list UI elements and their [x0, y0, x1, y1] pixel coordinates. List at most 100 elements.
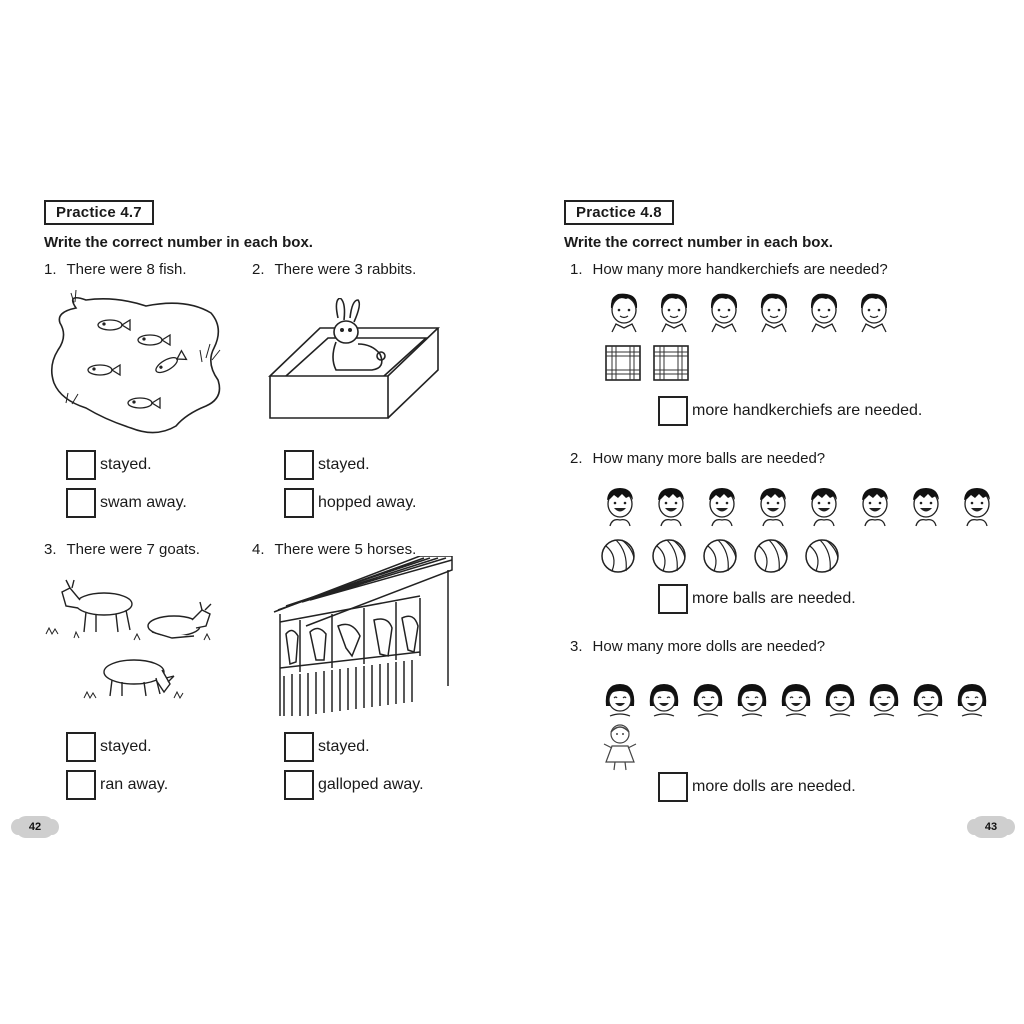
answer-label: more handkerchiefs are needed.	[692, 402, 923, 419]
page-number: 42	[28, 821, 42, 833]
answer-row: more balls are needed.	[658, 584, 856, 614]
question-number: 1.	[44, 261, 57, 278]
answer-row: stayed.	[284, 450, 370, 480]
answer-row: ran away.	[66, 770, 168, 800]
ball-icon	[754, 539, 788, 573]
girl-face-icon	[605, 684, 635, 717]
stable-with-horses-illustration	[273, 556, 453, 716]
boy-face-icon	[610, 293, 638, 333]
item-row	[604, 344, 700, 382]
girl-face-icon	[737, 684, 767, 717]
question-2: 2.How many more balls are needed?	[570, 450, 825, 467]
page-number: 43	[984, 821, 998, 833]
answer-box[interactable]	[284, 732, 314, 762]
answer-box[interactable]	[658, 396, 688, 426]
answer-box[interactable]	[658, 584, 688, 614]
answer-row: stayed.	[66, 450, 152, 480]
answer-box[interactable]	[66, 770, 96, 800]
question-4: 4. There were 5 horses.	[252, 541, 416, 558]
boy-face-icon	[709, 488, 735, 527]
answer-box[interactable]	[284, 450, 314, 480]
question-3: 3. How many more dolls are needed?	[570, 638, 825, 655]
boy-face-icon	[810, 293, 838, 333]
instruction: Write the correct number in each box.	[564, 234, 833, 251]
page-number-badge: 43	[967, 816, 1015, 838]
question-text: How many more handkerchiefs are needed?	[592, 261, 888, 278]
answer-box[interactable]	[658, 772, 688, 802]
ball-icon	[652, 539, 686, 573]
question-text: There were 7 goats.	[66, 541, 200, 558]
item-row	[600, 722, 640, 772]
boy-face-icon	[760, 488, 786, 527]
answer-box[interactable]	[284, 488, 314, 518]
goats-illustration	[45, 579, 212, 700]
question-number: 2.	[252, 261, 265, 278]
girl-face-icon	[825, 684, 855, 717]
question-number: 2.	[570, 450, 583, 467]
boy-face-icon	[862, 488, 888, 527]
girl-face-icon	[693, 684, 723, 717]
answer-label: stayed.	[100, 456, 152, 473]
question-1: 1. There were 8 fish.	[44, 261, 187, 278]
pond-with-fish-illustration	[50, 289, 221, 434]
rabbit-in-box-illustration	[268, 298, 440, 419]
item-row	[600, 538, 855, 574]
question-text: How many more dolls are needed?	[592, 638, 826, 655]
answer-box[interactable]	[66, 450, 96, 480]
boy-face-icon	[964, 488, 990, 527]
answer-label: stayed.	[100, 738, 152, 755]
question-number: 1.	[570, 261, 583, 278]
answer-label: ran away.	[100, 776, 169, 793]
girl-face-icon	[781, 684, 811, 717]
handkerchief-icon	[653, 345, 689, 381]
answer-label: more balls are needed.	[692, 590, 856, 607]
boy-face-icon	[607, 488, 633, 527]
ball-icon	[703, 539, 737, 573]
question-number: 3.	[570, 638, 583, 655]
boy-face-icon	[860, 293, 888, 333]
handkerchief-icon	[605, 345, 641, 381]
answer-row: galloped away.	[284, 770, 424, 800]
answer-label: more dolls are needed.	[692, 778, 856, 795]
people-row	[600, 484, 1008, 528]
answer-box[interactable]	[66, 732, 96, 762]
boy-face-icon	[760, 293, 788, 333]
ball-icon	[601, 539, 635, 573]
question-number: 3.	[44, 541, 57, 558]
question-1: 1. How many more handkerchiefs are needed…	[570, 261, 888, 278]
question-2: 2. There were 3 rabbits.	[252, 261, 416, 278]
boy-face-icon	[658, 488, 684, 527]
answer-box[interactable]	[284, 770, 314, 800]
answer-label: swam away.	[100, 494, 187, 511]
practice-title: Practice 4.8	[564, 200, 674, 225]
page-number-badge: 42	[11, 816, 59, 838]
answer-label: stayed.	[318, 738, 370, 755]
answer-row: hopped away.	[284, 488, 416, 518]
girl-face-icon	[913, 684, 943, 717]
answer-label: galloped away.	[318, 776, 424, 793]
boy-face-icon	[811, 488, 837, 527]
question-text: There were 5 horses.	[274, 541, 417, 558]
answer-row: stayed.	[66, 732, 152, 762]
answer-row: swam away.	[66, 488, 187, 518]
girl-face-icon	[649, 684, 679, 717]
question-text: There were 8 fish.	[66, 261, 187, 278]
question-number: 4.	[252, 541, 265, 558]
instruction: Write the correct number in each box.	[44, 234, 313, 251]
boy-face-icon	[710, 293, 738, 333]
right-page: Practice 4.8 Write the correct number in…	[512, 0, 1024, 1024]
answer-row: more dolls are needed.	[658, 772, 856, 802]
answer-row: stayed.	[284, 732, 370, 762]
practice-title: Practice 4.7	[44, 200, 154, 225]
answer-box[interactable]	[66, 488, 96, 518]
question-text: There were 3 rabbits.	[274, 261, 417, 278]
left-page: Practice 4.7 Write the correct number in…	[11, 200, 453, 838]
question-3: 3. There were 7 goats.	[44, 541, 200, 558]
doll-icon	[603, 724, 637, 771]
girl-face-icon	[957, 684, 987, 717]
girl-face-icon	[869, 684, 899, 717]
boy-face-icon	[660, 293, 688, 333]
people-row	[604, 290, 904, 334]
answer-label: hopped away.	[318, 494, 417, 511]
boy-face-icon	[913, 488, 939, 527]
